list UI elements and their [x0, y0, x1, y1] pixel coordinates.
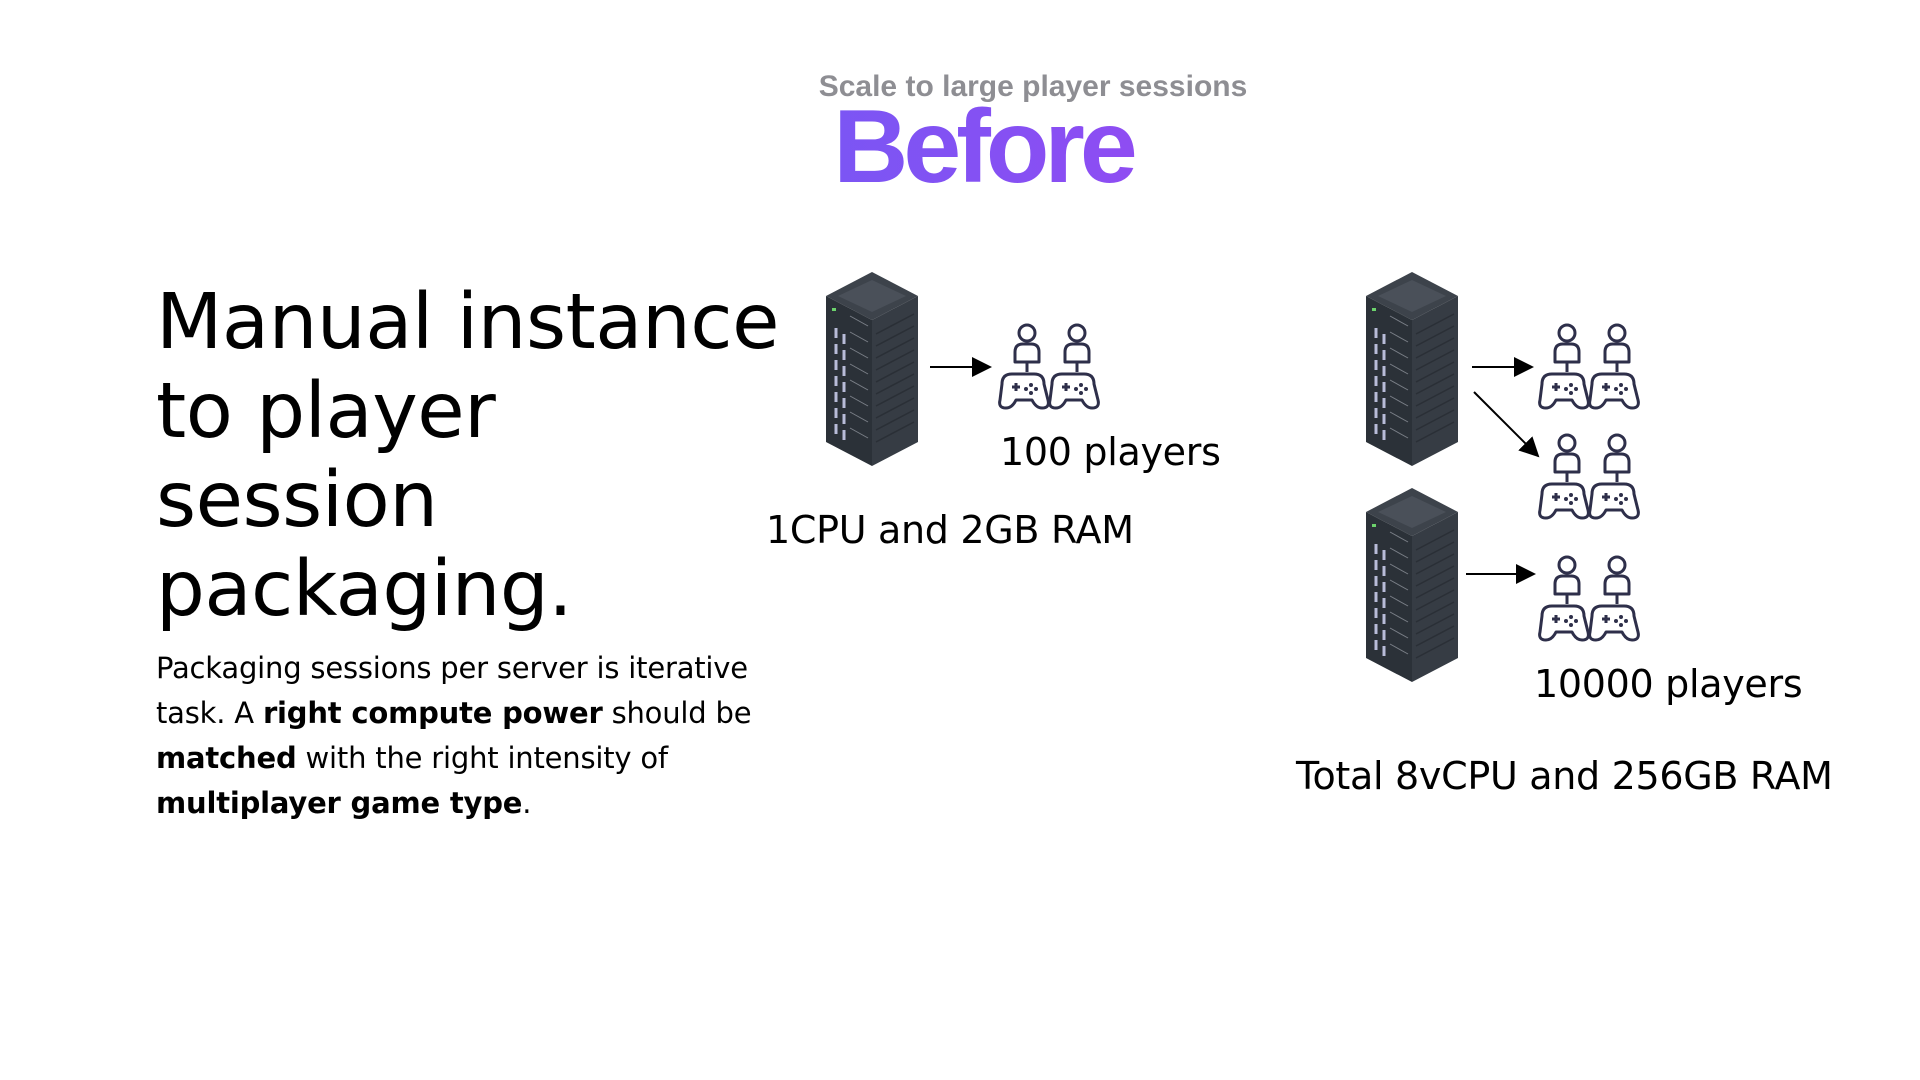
description-bold-3: multiplayer game type	[156, 786, 523, 820]
description-bold-2: matched	[156, 741, 297, 775]
server-rack-icon	[824, 270, 920, 468]
description-bold-1: right compute power	[262, 696, 603, 730]
subtitle: Scale to large player sessions	[818, 70, 1248, 103]
arrow-icon	[1472, 357, 1534, 377]
players-with-controllers-icon	[1540, 556, 1640, 642]
description-text-4: .	[522, 786, 532, 820]
spec-label-small: 1CPU and 2GB RAM	[766, 508, 1134, 552]
players-with-controllers-icon	[1000, 324, 1100, 410]
page-title: Before	[0, 92, 1920, 202]
description-text-3: with the right intensity of	[296, 741, 669, 775]
description: Packaging sessions per server is iterati…	[156, 646, 776, 826]
players-label-large: 10000 players	[1534, 662, 1803, 706]
arrow-icon	[1466, 564, 1536, 584]
server-rack-icon	[1364, 270, 1460, 468]
spec-label-large: Total 8vCPU and 256GB RAM	[1296, 754, 1833, 798]
description-text-1: Packaging sessions per server is iterati…	[156, 651, 748, 730]
arrow-icon	[1473, 391, 1540, 458]
players-label-small: 100 players	[1000, 430, 1221, 474]
arrow-icon	[930, 357, 992, 377]
players-with-controllers-icon	[1540, 324, 1640, 410]
description-text-2: should be	[602, 696, 752, 730]
players-with-controllers-icon	[1540, 434, 1640, 520]
headline: Manual instance to player session packag…	[156, 278, 779, 634]
server-rack-icon	[1364, 486, 1460, 684]
